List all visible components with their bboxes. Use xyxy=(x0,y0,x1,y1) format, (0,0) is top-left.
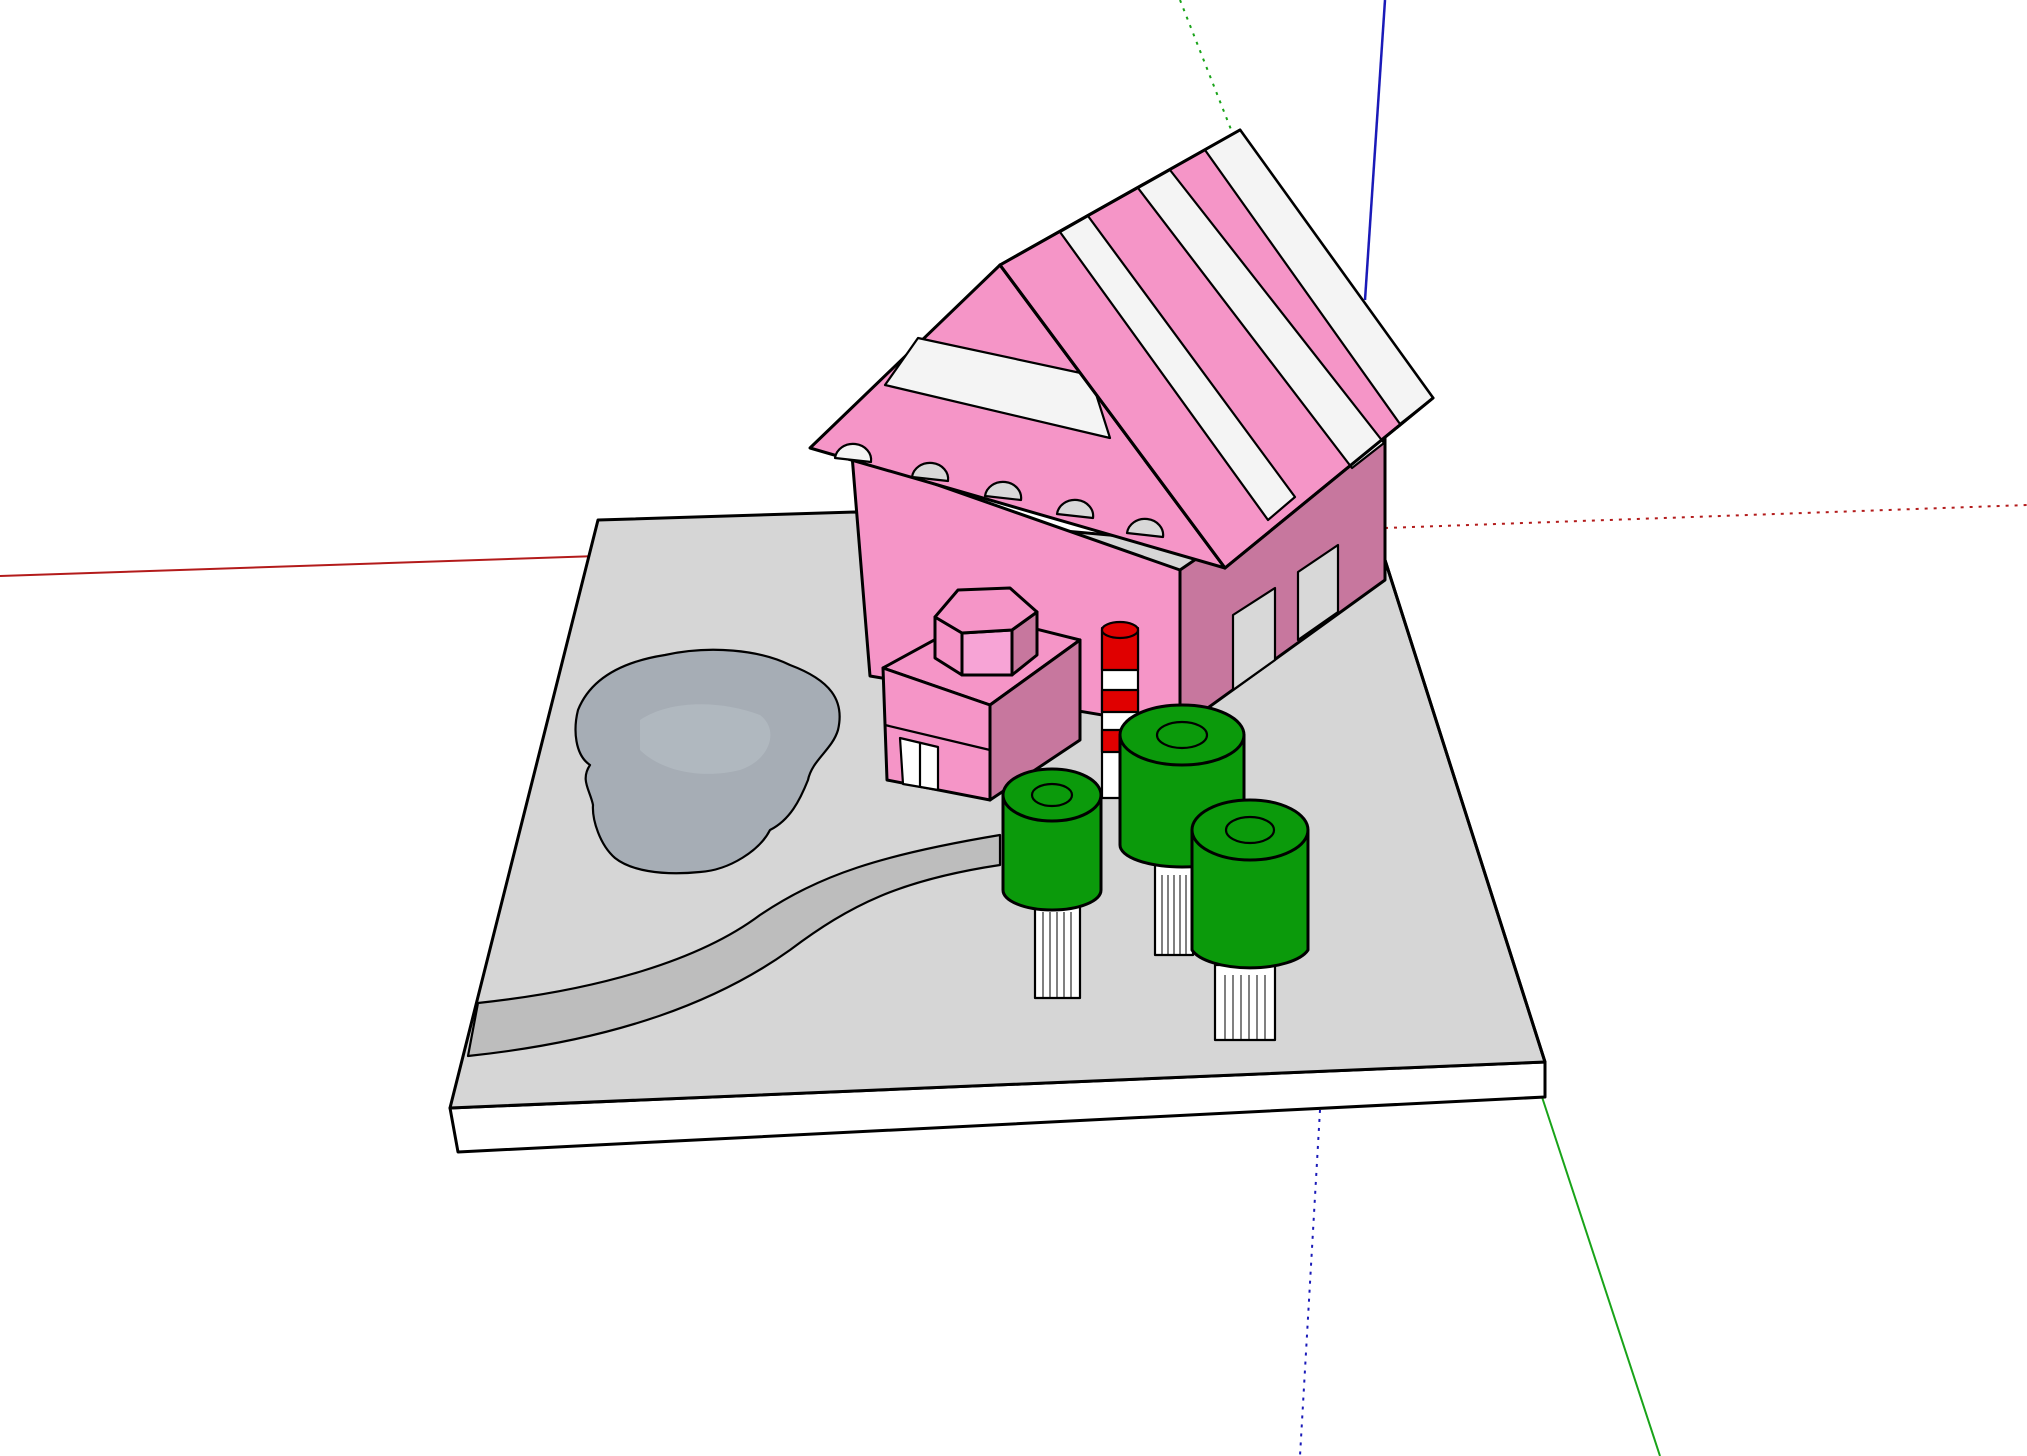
pond-texture xyxy=(640,704,771,774)
round-window-5 xyxy=(1125,517,1165,539)
axis-red-dotted xyxy=(1384,504,2027,529)
annex-band xyxy=(884,723,991,752)
hex-top xyxy=(933,586,1039,635)
chimney-band-2 xyxy=(1100,688,1140,714)
tree-back-ring xyxy=(1155,720,1209,750)
tree-front[interactable] xyxy=(1190,798,1310,1042)
roof-eave xyxy=(1223,396,1435,570)
annex-side xyxy=(988,638,1082,802)
axis-blue-solid xyxy=(1363,0,1387,301)
side-window-2 xyxy=(1296,543,1340,642)
tree-front-ring xyxy=(1224,815,1276,845)
round-window-3 xyxy=(983,480,1023,502)
tree-front-trunk xyxy=(1213,963,1277,1042)
axis-green-solid xyxy=(1541,1096,1661,1456)
chimney-top xyxy=(1100,620,1140,640)
hex-front xyxy=(960,628,1014,677)
side-window-1 xyxy=(1231,586,1277,692)
tree-left-ring xyxy=(1030,782,1074,808)
round-window-1 xyxy=(833,442,873,464)
tree-left[interactable] xyxy=(1001,767,1103,1000)
tree-left-crown xyxy=(1001,793,1103,912)
gable-stripe xyxy=(883,336,1112,440)
axis-blue-dotted xyxy=(1299,1109,1321,1456)
round-window-2 xyxy=(910,461,950,483)
roof-ridge xyxy=(998,263,1227,570)
axis-red-solid xyxy=(0,555,599,577)
roof[interactable] xyxy=(998,128,1435,570)
roof-top xyxy=(998,128,1242,267)
ground-right-edge xyxy=(1383,558,1547,1064)
path xyxy=(466,833,1002,1058)
tree-front-crown xyxy=(1190,828,1310,970)
axis-green-dotted xyxy=(1179,0,1246,166)
round-window-4 xyxy=(1055,498,1095,520)
tree-back[interactable] xyxy=(1118,703,1246,957)
hex-tower[interactable] xyxy=(933,586,1039,677)
